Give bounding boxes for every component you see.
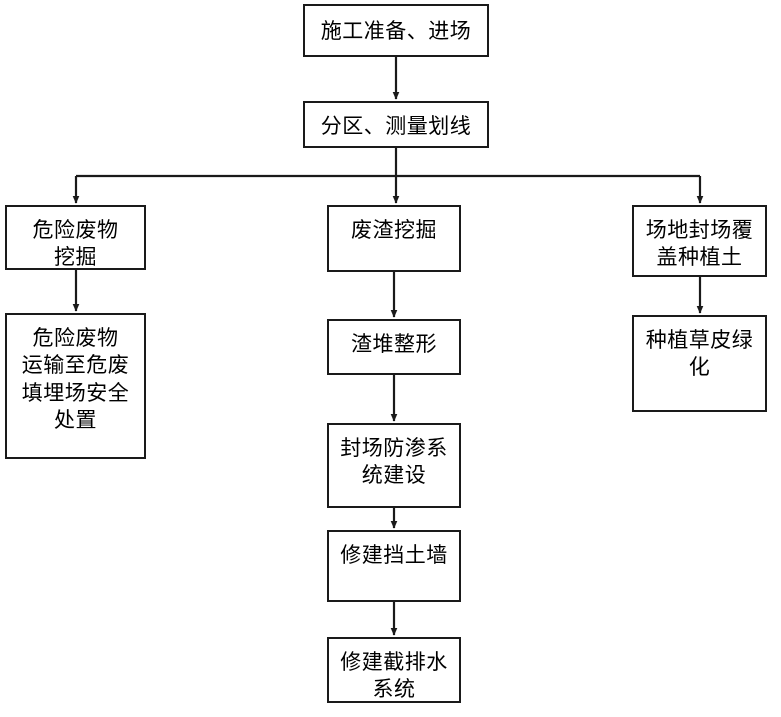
- node-label: 危险废物 挖掘: [32, 218, 119, 270]
- node-label: 场地封场覆 盖种植土: [645, 218, 754, 270]
- node-slag-pile-shaping[interactable]: 渣堆整形: [327, 319, 461, 375]
- node-site-closure-planting-soil[interactable]: 场地封场覆 盖种植土: [632, 205, 767, 277]
- node-label: 施工准备、进场: [320, 19, 472, 43]
- node-retaining-wall-construction[interactable]: 修建挡土墙: [327, 530, 461, 602]
- node-label: 种植草皮绿 化: [645, 328, 754, 380]
- node-label: 废渣挖掘: [351, 218, 437, 242]
- node-slag-excavation[interactable]: 废渣挖掘: [327, 205, 461, 272]
- node-label: 修建截排水 系统: [340, 650, 448, 702]
- node-label: 渣堆整形: [351, 332, 437, 356]
- node-drainage-interception-system[interactable]: 修建截排水 系统: [327, 637, 461, 703]
- node-hazardous-waste-excavation[interactable]: 危险废物 挖掘: [5, 205, 146, 270]
- node-zoning-survey-marking[interactable]: 分区、测量划线: [303, 101, 489, 148]
- node-label: 封场防渗系 统建设: [340, 436, 448, 488]
- node-label: 危险废物 运输至危废 填埋场安全 处置: [21, 326, 130, 432]
- node-construction-preparation[interactable]: 施工准备、进场: [303, 4, 489, 57]
- node-label: 修建挡土墙: [340, 543, 448, 567]
- node-closure-antiseepage-system[interactable]: 封场防渗系 统建设: [327, 423, 461, 508]
- node-label: 分区、测量划线: [320, 114, 472, 138]
- node-hazardous-waste-transport-disposal[interactable]: 危险废物 运输至危废 填埋场安全 处置: [5, 313, 146, 459]
- node-turf-planting-greening[interactable]: 种植草皮绿 化: [632, 315, 767, 412]
